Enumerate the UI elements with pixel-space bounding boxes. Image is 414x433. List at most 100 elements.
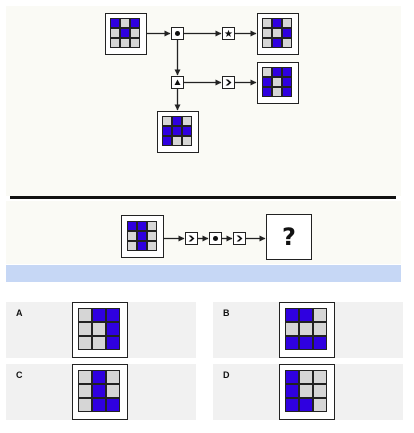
empty-cell [313, 370, 327, 384]
empty-cell [78, 384, 92, 398]
filled-cell [282, 87, 292, 97]
empty-cell [110, 28, 120, 38]
empty-cell [127, 231, 137, 241]
empty-cell [313, 384, 327, 398]
empty-cell [313, 398, 327, 412]
empty-cell [282, 18, 292, 28]
answer-question-box: ? [266, 214, 312, 260]
empty-cell [106, 370, 120, 384]
empty-cell [78, 336, 92, 350]
empty-cell [262, 28, 272, 38]
chevron-operator-icon [222, 76, 235, 89]
filled-cell [299, 398, 313, 412]
filled-cell [106, 308, 120, 322]
chevron-operator-icon [185, 232, 198, 245]
filled-cell [285, 398, 299, 412]
filled-cell [162, 126, 172, 136]
filled-cell [299, 336, 313, 350]
empty-cell [147, 231, 157, 241]
divider [10, 196, 396, 199]
empty-cell [78, 398, 92, 412]
filled-cell [130, 18, 140, 28]
option-a-grid [72, 302, 128, 358]
option-c-label: C [16, 370, 23, 380]
empty-cell [299, 322, 313, 336]
example-start-grid [105, 13, 147, 55]
filled-cell [92, 398, 106, 412]
empty-cell [299, 384, 313, 398]
option-d-label: D [223, 370, 230, 380]
puzzle-input-grid [121, 215, 164, 258]
option-c[interactable]: C [6, 364, 196, 420]
example-mid-result-grid [257, 62, 299, 104]
filled-cell [282, 77, 292, 87]
empty-cell [299, 370, 313, 384]
filled-cell [262, 87, 272, 97]
circle-operator-icon [209, 232, 222, 245]
option-b-grid [279, 302, 335, 358]
empty-cell [172, 136, 182, 146]
empty-cell [182, 116, 192, 126]
question-mark: ? [282, 223, 296, 251]
option-d[interactable]: D [213, 364, 403, 420]
empty-cell [78, 308, 92, 322]
filled-cell [285, 336, 299, 350]
filled-cell [182, 126, 192, 136]
filled-cell [106, 398, 120, 412]
example-down-result-grid [157, 111, 199, 153]
filled-cell [137, 221, 147, 231]
empty-cell [127, 241, 137, 251]
filled-cell [285, 308, 299, 322]
empty-cell [182, 136, 192, 146]
empty-cell [120, 38, 130, 48]
empty-cell [92, 336, 106, 350]
empty-cell [106, 384, 120, 398]
circle-operator-icon [171, 27, 184, 40]
filled-cell [120, 28, 130, 38]
filled-cell [92, 384, 106, 398]
empty-cell [313, 322, 327, 336]
filled-cell [106, 336, 120, 350]
example-panel [6, 6, 401, 196]
options-header-band [6, 265, 401, 282]
empty-cell [120, 18, 130, 28]
empty-cell [130, 38, 140, 48]
empty-cell [78, 370, 92, 384]
empty-cell [272, 28, 282, 38]
filled-cell [92, 370, 106, 384]
filled-cell [110, 18, 120, 28]
empty-cell [110, 38, 120, 48]
filled-cell [285, 370, 299, 384]
option-a[interactable]: A [6, 302, 196, 358]
filled-cell [272, 67, 282, 77]
option-c-grid [72, 364, 128, 420]
star-operator-icon [222, 27, 235, 40]
puzzle-panel [6, 201, 401, 264]
empty-cell [313, 308, 327, 322]
option-d-grid [279, 364, 335, 420]
triangle-operator-icon [171, 76, 184, 89]
filled-cell [172, 126, 182, 136]
empty-cell [262, 18, 272, 28]
filled-cell [282, 67, 292, 77]
option-b[interactable]: B [213, 302, 403, 358]
filled-cell [282, 28, 292, 38]
empty-cell [282, 38, 292, 48]
filled-cell [162, 136, 172, 146]
filled-cell [285, 384, 299, 398]
chevron-operator-icon [233, 232, 246, 245]
empty-cell [147, 241, 157, 251]
empty-cell [285, 322, 299, 336]
empty-cell [78, 322, 92, 336]
empty-cell [130, 28, 140, 38]
empty-cell [162, 116, 172, 126]
filled-cell [313, 336, 327, 350]
empty-cell [262, 38, 272, 48]
empty-cell [92, 322, 106, 336]
filled-cell [272, 38, 282, 48]
filled-cell [92, 308, 106, 322]
filled-cell [172, 116, 182, 126]
filled-cell [137, 231, 147, 241]
filled-cell [262, 77, 272, 87]
filled-cell [272, 18, 282, 28]
